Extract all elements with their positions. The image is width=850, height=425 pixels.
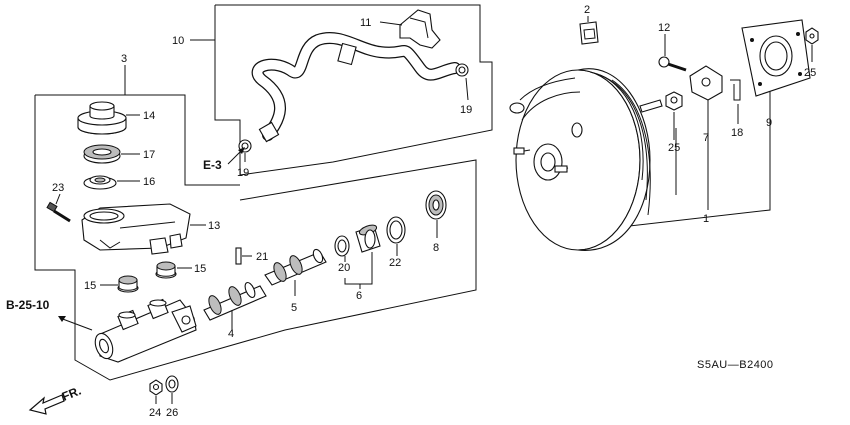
- reservoir-cap-14: [77, 101, 140, 135]
- master-cylinder-body: [58, 298, 197, 363]
- reservoir-tank-13: [81, 203, 206, 255]
- front-label: FR.: [60, 384, 83, 404]
- callout-21: 21: [256, 251, 268, 263]
- callout-5: 5: [291, 302, 297, 314]
- callout-18: 18: [731, 127, 743, 139]
- callout-11: 11: [360, 17, 371, 29]
- callout-1: 1: [703, 213, 709, 225]
- bracket-2: [579, 16, 599, 45]
- diagram-code: S5AU—B2400: [697, 359, 774, 371]
- callout-17: 17: [143, 149, 155, 161]
- callout-8: 8: [433, 242, 439, 254]
- front-arrow-icon: [28, 394, 65, 415]
- pin-18: [730, 79, 741, 124]
- callout-2: 2: [584, 4, 590, 16]
- callout-25a: 25: [668, 142, 680, 154]
- callout-13: 13: [208, 220, 220, 232]
- reservoir-filter-17: [83, 144, 140, 164]
- group-outline-master-cylinder: [34, 94, 477, 381]
- callout-10: 10: [172, 35, 184, 47]
- callout-25b: 25: [804, 67, 816, 79]
- nut-25a: [665, 91, 683, 111]
- callout-14: 14: [143, 110, 155, 122]
- callout-3: 3: [121, 53, 127, 65]
- reservoir-seal-16: [83, 175, 140, 190]
- primary-piston-4: [203, 281, 267, 330]
- callout-12: 12: [658, 22, 670, 34]
- hose-clamp-19a: [455, 63, 469, 101]
- nut-24: [149, 379, 163, 404]
- group-outline-hose: [190, 4, 493, 176]
- callout-4: 4: [228, 328, 234, 340]
- callout-6: 6: [356, 290, 362, 302]
- screw-23: [46, 193, 71, 223]
- callout-24: 24: [149, 407, 161, 419]
- secondary-piston-5: [264, 248, 327, 296]
- seal-6: [344, 224, 381, 289]
- gasket-9: [741, 19, 811, 116]
- bolt-12: [658, 34, 687, 72]
- callout-26: 26: [166, 407, 178, 419]
- reference-e3[interactable]: E-3: [203, 158, 222, 172]
- callout-15b: 15: [194, 263, 206, 275]
- callout-16: 16: [143, 176, 155, 188]
- callout-9: 9: [766, 117, 772, 129]
- yoke-7: [689, 65, 723, 101]
- grommet-15a: [100, 275, 139, 293]
- grommet-15b: [155, 261, 192, 279]
- washer-26: [165, 375, 179, 404]
- hose-clip-11: [379, 9, 441, 49]
- vacuum-hose: [251, 32, 461, 143]
- callout-7: 7: [703, 132, 709, 144]
- callout-22: 22: [389, 257, 401, 269]
- cylinder-seal-8: [425, 190, 447, 238]
- callout-19a: 19: [460, 104, 472, 116]
- callout-19b: 19: [237, 167, 249, 179]
- callout-15a: 15: [84, 280, 96, 292]
- callout-20: 20: [338, 262, 350, 274]
- brake-booster-1: [509, 68, 663, 251]
- callout-23: 23: [52, 182, 64, 194]
- pin-21: [235, 247, 252, 265]
- reference-b2510[interactable]: B-25-10: [6, 298, 50, 312]
- nut-25b: [805, 27, 819, 62]
- snap-ring-22: [386, 216, 406, 256]
- stop-ring-20: [334, 235, 350, 262]
